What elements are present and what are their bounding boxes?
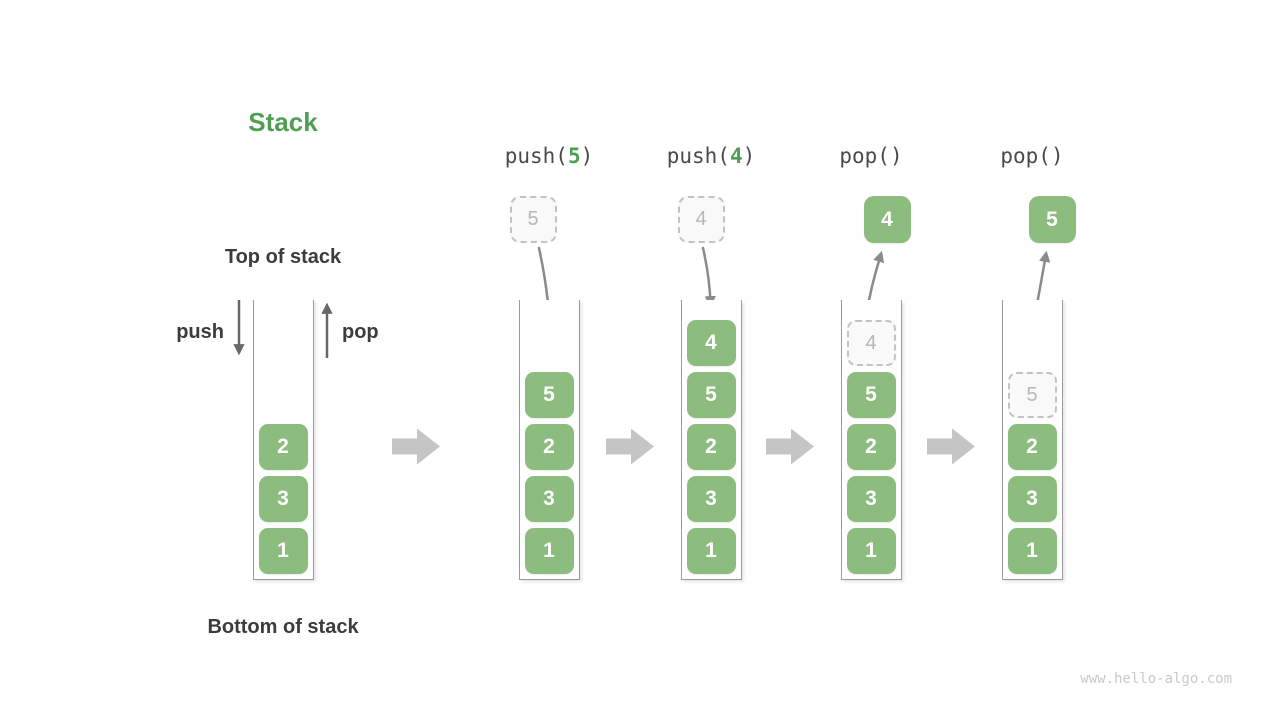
watermark: www.hello-algo.com	[1080, 671, 1232, 687]
operation-label-pop-1: pop()	[839, 144, 903, 168]
stack-item: 3	[686, 476, 736, 522]
stack-item: 1	[846, 528, 896, 574]
stack-item: 1	[1007, 528, 1057, 574]
push-label: push	[176, 321, 224, 343]
top-of-stack-label: Top of stack	[224, 246, 342, 268]
diagram-title: Stack	[248, 107, 318, 137]
stack-item: 2	[686, 424, 736, 470]
next-step-arrow-icon	[392, 428, 440, 465]
stack-item: 2	[258, 424, 308, 470]
stack-item: 5	[686, 372, 736, 418]
stack-item-removed: 4	[846, 320, 896, 366]
bottom-of-stack-label: Bottom of stack	[207, 616, 359, 638]
stack-item: 1	[686, 528, 736, 574]
operation-label-push-5: push(5)	[504, 144, 594, 168]
stack-item: 5	[524, 372, 574, 418]
stack-item: 3	[846, 476, 896, 522]
stack-item: 2	[1007, 424, 1057, 470]
incoming-value-box: 5	[509, 196, 557, 243]
stack-item: 1	[258, 528, 308, 574]
popped-value-box: 5	[1028, 196, 1076, 243]
next-step-arrow-icon	[606, 428, 654, 465]
stack-item: 2	[846, 424, 896, 470]
operation-label-pop-2: pop()	[1000, 144, 1064, 168]
push-motion-arrow-icon	[701, 246, 716, 308]
stack-item: 1	[524, 528, 574, 574]
stack-item: 3	[1007, 476, 1057, 522]
operation-label-push-4: push(4)	[666, 144, 756, 168]
pop-label: pop	[342, 321, 379, 343]
popped-value-box: 4	[863, 196, 911, 243]
stack-item: 4	[686, 320, 736, 366]
stack-item: 3	[258, 476, 308, 522]
next-step-arrow-icon	[766, 428, 814, 465]
stack-item: 5	[846, 372, 896, 418]
next-step-arrow-icon	[927, 428, 975, 465]
stack-item-removed: 5	[1007, 372, 1057, 418]
incoming-value-box: 4	[677, 196, 725, 243]
stack-item: 2	[524, 424, 574, 470]
stack-item: 3	[524, 476, 574, 522]
